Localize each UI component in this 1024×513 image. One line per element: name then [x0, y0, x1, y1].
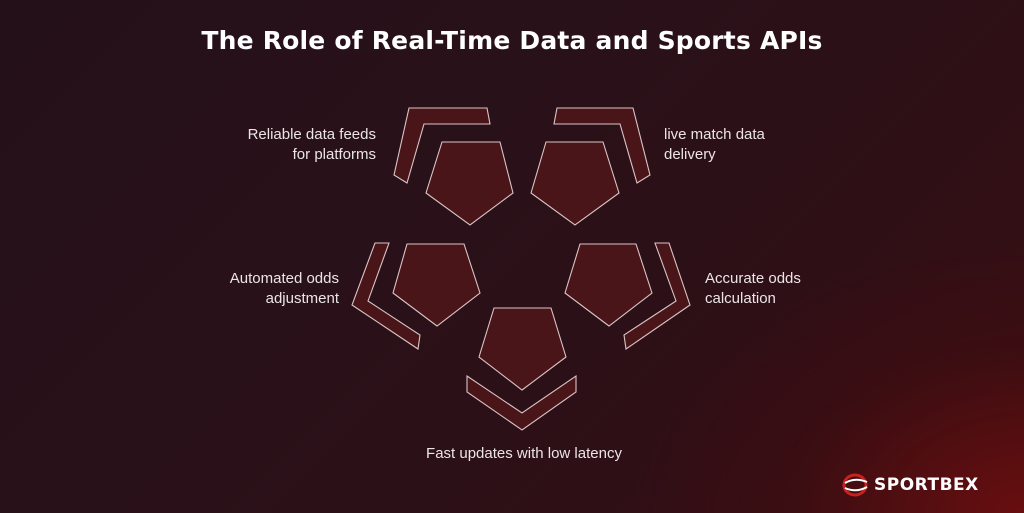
label-top-left: Reliable data feeds for platforms — [247, 126, 376, 163]
label-middle-right: Accurate odds calculation — [705, 270, 801, 307]
pentagon-top-right — [530, 141, 620, 226]
label-bottom: Fast updates with low latency — [426, 445, 622, 462]
logo-text: SPORTBEX — [874, 475, 979, 495]
chevron-bottom — [466, 374, 577, 431]
chevron-middle-left — [351, 242, 421, 350]
label-top-right: live match data delivery — [664, 126, 765, 163]
page-title: The Role of Real-Time Data and Sports AP… — [201, 26, 823, 55]
chevron-top-left — [393, 107, 491, 184]
pentagon-middle-right — [564, 243, 653, 327]
sportbex-logo: SPORTBEX — [842, 473, 979, 497]
chevron-top-right — [553, 107, 651, 184]
pentagon-bottom — [478, 307, 567, 391]
label-middle-left: Automated odds adjustment — [229, 270, 339, 307]
chevron-middle-right — [623, 242, 691, 350]
sportbex-ball-icon — [842, 473, 868, 497]
pentagon-top-left — [425, 141, 514, 226]
pentagon-middle-left — [392, 243, 481, 327]
